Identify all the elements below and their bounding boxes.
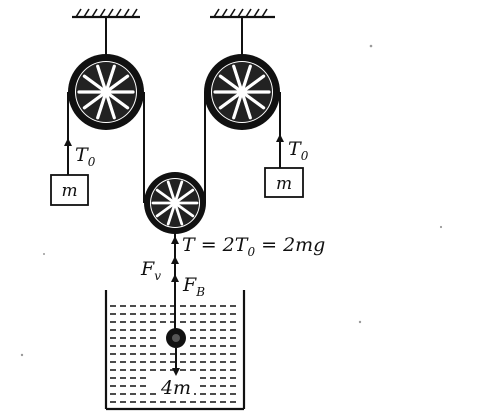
left-ceiling-mount bbox=[72, 8, 140, 19]
bottom-mass-label: 4m bbox=[160, 377, 191, 399]
right-tension-label: T0 bbox=[288, 138, 309, 163]
right-ceiling-mount bbox=[210, 8, 275, 19]
buoyant-force-label: FB bbox=[182, 274, 205, 299]
viscous-force-label: Fv bbox=[140, 258, 161, 283]
right-mass-block: m bbox=[264, 167, 304, 198]
left-mass-label: m bbox=[61, 181, 77, 201]
left-pulley bbox=[68, 54, 144, 130]
scan-specks bbox=[20, 44, 443, 357]
right-pulley bbox=[204, 54, 280, 130]
middle-pulley bbox=[144, 172, 206, 234]
left-tension-label: T0 bbox=[75, 144, 96, 169]
right-mass-label: m bbox=[276, 174, 292, 194]
submerged-ball-highlight bbox=[172, 334, 180, 342]
tension-equation: T = 2T0 = 2mg bbox=[182, 234, 325, 259]
left-mass-block: m bbox=[50, 174, 89, 206]
